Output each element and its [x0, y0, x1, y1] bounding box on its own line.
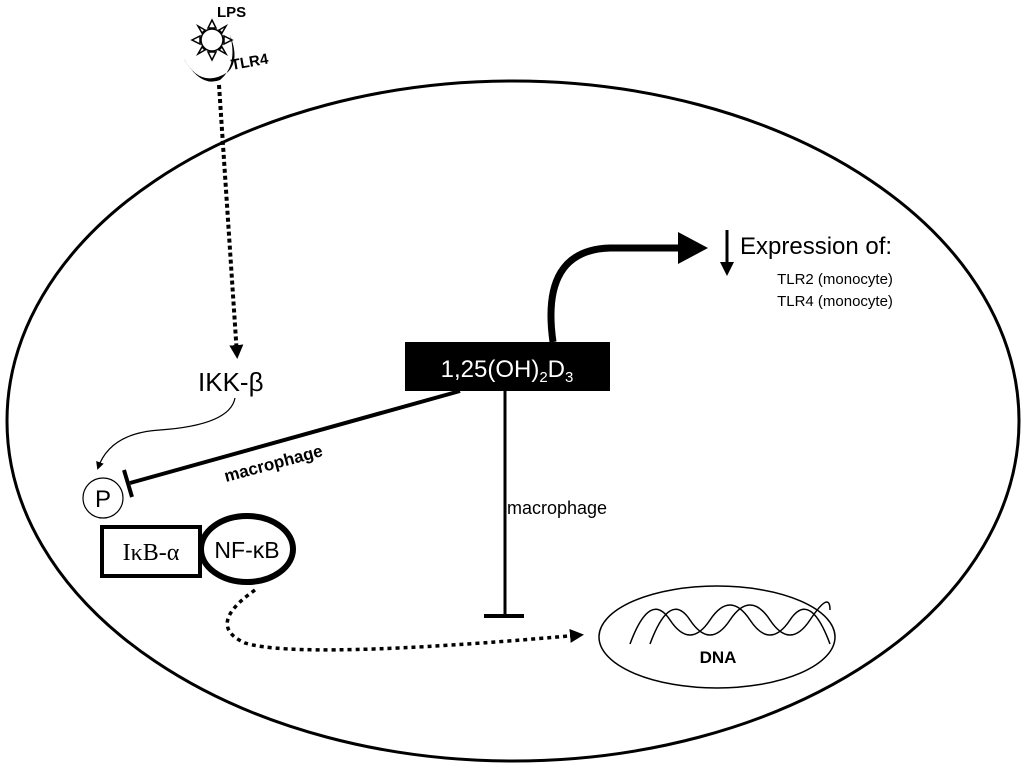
vitamin-d-box: [405, 342, 610, 391]
macrophage-label-nucleus: macrophage: [507, 498, 607, 518]
phosphorylation-arrow: [96, 397, 236, 470]
lps-icon: [190, 18, 234, 62]
ikk-beta-label: IKK-β: [198, 367, 264, 397]
ikb-alpha-label: IκB-α: [123, 540, 180, 566]
inhibition-bar-ikb: [122, 469, 134, 498]
expression-arrow: [547, 244, 680, 343]
activation-arrow-tlr4-ikk: [217, 84, 244, 359]
nucleus: [598, 585, 836, 689]
nfkb-label: NF-κB: [214, 537, 279, 563]
cell-membrane: [5, 79, 1021, 763]
expression-arrowhead: [678, 232, 708, 264]
macrophage-label-ikb: macrophage: [222, 441, 325, 486]
phosphate-label: P: [95, 486, 111, 513]
nfkb-ellipse: [198, 513, 296, 585]
translocation-arrow: [225, 588, 584, 652]
expression-title: Expression of:: [740, 233, 892, 260]
phosphate-circle: [82, 477, 124, 519]
inhibition-line-ikb: [129, 389, 461, 485]
tlr4-label: TLR4: [230, 51, 271, 74]
dna-helix-icon: [629, 601, 831, 645]
lps-label: LPS: [217, 4, 246, 21]
expression-item: TLR4 (monocyte): [777, 293, 893, 310]
vitamin-d-label: 1,25(OH)2D3: [441, 356, 574, 386]
dna-label: DNA: [700, 648, 737, 667]
expression-item: TLR2 (monocyte): [777, 271, 893, 288]
